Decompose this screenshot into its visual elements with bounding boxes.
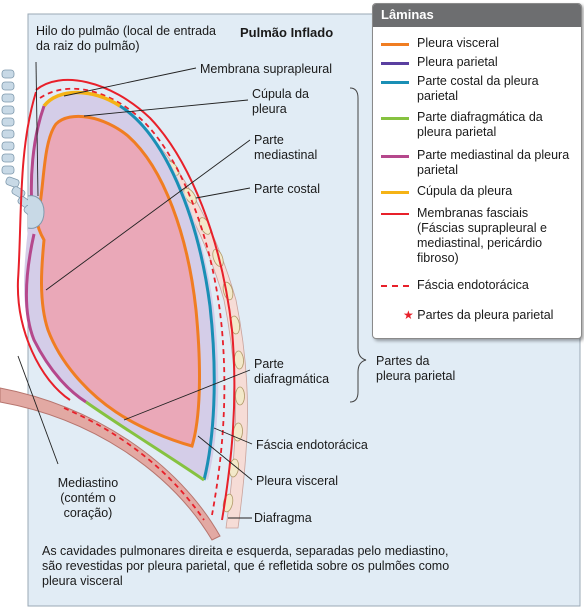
legend-label: Pleura visceral <box>417 36 499 50</box>
legend-label: Cúpula da pleura <box>417 184 513 198</box>
label-pleura-visceral: Pleura visceral <box>256 474 338 488</box>
legend-swatch <box>381 117 409 120</box>
costal-pleura-line <box>119 104 216 481</box>
legend-star-note: ★ Partes da pleura parietal <box>403 308 563 323</box>
legend-swatch <box>381 191 409 194</box>
legend-label: Parte costal da pleura parietal <box>417 74 539 103</box>
label-parte-diafragmatica: Parte diafragmática <box>254 357 330 386</box>
diaphragmatic-pleura-line <box>85 400 205 482</box>
legend-swatch <box>381 285 409 287</box>
legend-swatch <box>381 213 409 215</box>
label-parte-costal: Parte costal <box>254 182 321 196</box>
legend-label: Membranas fasciais (Fáscias suprapleural… <box>417 206 547 265</box>
mediastinal-fascia-line <box>16 91 71 401</box>
leader-lines <box>17 61 253 519</box>
star-icon: ★ <box>403 308 414 322</box>
diagram-title: Pulmão Inflado <box>240 25 334 40</box>
endothoracic-fascia-diaphragm-line <box>63 407 205 521</box>
label-parte-mediastinal: Parte mediastinal <box>254 133 318 162</box>
legend-swatch <box>381 81 409 84</box>
legend-title: Lâminas <box>373 4 581 27</box>
endothoracic-fascia-line <box>39 87 226 516</box>
legend-swatch <box>381 62 409 65</box>
label-cupula: Cúpula da pleura <box>252 87 309 116</box>
cupula-line <box>42 90 121 108</box>
legend-swatch <box>381 155 409 158</box>
legend-label: Parte diafragmática da pleura parietal <box>417 110 543 139</box>
label-partes-pleura-parietal: Partes da pleura parietal <box>376 354 456 383</box>
label-membrana-suprapleural: Membrana suprapleural <box>200 62 333 76</box>
legend-swatch <box>381 43 409 46</box>
legend-star-label: Partes da pleura parietal <box>417 308 554 322</box>
legend-box: Lâminas Pleura visceral Pleura parietal … <box>372 3 582 339</box>
label-diafragma: Diafragma <box>254 511 312 525</box>
hilum-root-icon <box>27 195 45 229</box>
legend-label: Pleura parietal <box>417 55 498 69</box>
label-fascia-endotoracica: Fáscia endotorácica <box>256 438 368 452</box>
brace <box>349 87 367 403</box>
lung <box>36 116 200 447</box>
mediastinum-region <box>0 60 22 330</box>
legend-label: Parte mediastinal da pleura parietal <box>417 148 570 177</box>
fascial-membrane-line <box>35 78 236 521</box>
label-hilo: Hilo do pulmão (local de entrada da raiz… <box>36 24 216 53</box>
legend-label: Fáscia endotorácica <box>417 278 529 292</box>
label-mediastino: Mediastino (contém o coração) <box>57 476 119 520</box>
diaphragm-muscle <box>0 387 221 541</box>
caption: As cavidades pulmonares direita e esquer… <box>42 544 450 588</box>
